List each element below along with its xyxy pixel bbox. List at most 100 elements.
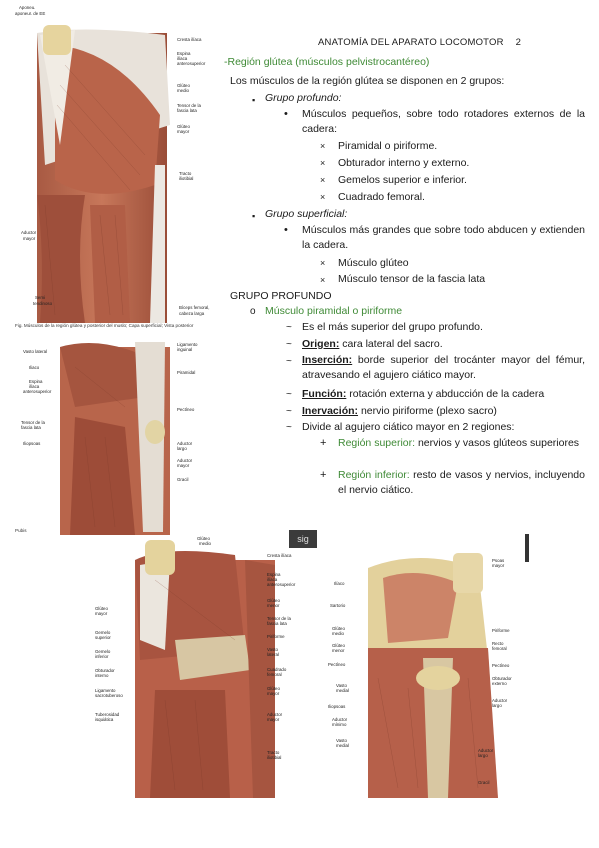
- fig4-label: medio: [332, 631, 344, 636]
- region-inferior: Región inferior: resto de vasos y nervio…: [338, 468, 585, 498]
- fig2-label: Iliopsoas: [23, 441, 41, 446]
- fig2-label: Aductor: [177, 441, 193, 446]
- bullet-square-icon: ▪: [252, 95, 256, 105]
- fig3-label: inferior: [95, 654, 109, 659]
- fig1-label: iliotibial: [179, 176, 194, 181]
- fig3-label: Glúteo: [95, 606, 108, 611]
- tilde-bullet-icon: ~: [286, 322, 292, 333]
- fig4-label: Recto: [492, 641, 504, 646]
- region-superior: Región superior: nervios y vasos glúteos…: [338, 436, 585, 451]
- fig3-label: Glúteo: [267, 598, 280, 603]
- cross-bullet-icon: ×: [320, 192, 326, 202]
- fig2-label: largo: [177, 446, 187, 451]
- fig3-label: mayor: [267, 717, 280, 722]
- insertion-label: Inserción:: [302, 354, 353, 366]
- function-text: rotación externa y abducción de la cader…: [346, 388, 545, 400]
- fig1-label: tendinoso: [33, 301, 53, 306]
- tilde-bullet-icon: ~: [286, 356, 292, 367]
- fig3-label: Glúteo: [197, 536, 210, 541]
- fig3-label: Aductor: [267, 712, 283, 717]
- region-superior-label: Región superior:: [338, 437, 416, 449]
- fig3-label: Ligamento: [95, 688, 116, 693]
- fig4-label: menor: [332, 648, 345, 653]
- fig1-label: Glúteo: [177, 124, 190, 129]
- fig4-label: Psoas: [492, 558, 505, 563]
- fig3-label: femoral: [267, 672, 282, 677]
- circle-bullet-icon: o: [250, 306, 256, 317]
- figure-anterior-hip: Vasto lateral Iliaco Espina ilíaca anter…: [15, 337, 225, 535]
- fig3-label: ilíaca: [267, 577, 278, 582]
- fig4-label: mínimo: [332, 722, 347, 727]
- piriformis-p1: Es el más superior del grupo profundo.: [302, 321, 483, 333]
- fig4-label: Pectíneo: [492, 663, 510, 668]
- fig3-label: mayor: [95, 611, 108, 616]
- fig1-label: Espina: [177, 51, 191, 56]
- fig1-label: anterosuperior: [177, 61, 206, 66]
- plus-bullet-icon: +: [320, 469, 327, 481]
- superficial-group-label: Grupo superficial:: [265, 208, 348, 220]
- fig4-label: medial: [336, 688, 349, 693]
- divider-bar: [525, 534, 529, 562]
- fig3-label: Piriforme: [267, 634, 285, 639]
- fig4-label: Gracil: [478, 780, 490, 785]
- bullet-square-icon: ▪: [252, 211, 256, 221]
- fig1-label: mayor: [177, 129, 190, 134]
- cross-bullet-icon: ×: [320, 275, 326, 285]
- cross-bullet-icon: ×: [320, 141, 326, 151]
- figure-anterior-pelvis: Ilíaco Sartorio Glúteo medio Glúteo meno…: [328, 548, 528, 798]
- fig3-label: Vasto: [267, 647, 278, 652]
- deep-item: Cuadrado femoral.: [338, 191, 425, 203]
- fig4-label: Vasto: [336, 683, 347, 688]
- fig1-caption: Fig. Músculos de la región glútea y post…: [15, 323, 194, 328]
- anterior-pelvis-illustration: [368, 553, 498, 798]
- fig4-label: mayor: [492, 563, 505, 568]
- fig3-label: superior: [95, 635, 111, 640]
- gluteal-deep-illustration: [135, 540, 275, 798]
- fig1-label: Glúteo: [177, 83, 190, 88]
- fig2-label: Pectíneo: [177, 407, 195, 412]
- fig4-label: Obturador: [492, 676, 512, 681]
- deep-item: Obturador interno y externo.: [338, 157, 470, 169]
- fig2-label: Espina: [29, 379, 43, 384]
- fig1-label: Aponeu.: [19, 5, 36, 10]
- tilde-bullet-icon: ~: [286, 422, 292, 433]
- fig2-label: Ligamento: [177, 342, 198, 347]
- figure-gluteal-superficial: Aponeu. aponeur. de EE Aductor mayor Sem…: [15, 5, 225, 323]
- deep-item: Piramidal o piriforme.: [338, 140, 438, 152]
- overlay-tab: sig: [289, 530, 317, 548]
- fig4-label: Sartorio: [330, 603, 346, 608]
- fig4-label: Aductor: [478, 748, 494, 753]
- piriformis-function: Función: rotación externa y abducción de…: [302, 387, 544, 402]
- fig1-label: Aductor: [21, 230, 37, 235]
- fig2-label: fascia lata: [21, 425, 41, 430]
- piriformis-innervation: Inervación: nervio piriforme (plexo sacr…: [302, 404, 497, 419]
- fig3-label: Glúteo: [267, 686, 280, 691]
- fig4-label: medial: [336, 743, 349, 748]
- fig1-label: Tracto: [179, 171, 192, 176]
- page-number: 2: [515, 37, 522, 48]
- fig3-label: Tensor de la: [267, 616, 291, 621]
- fig1-label: fascia lata: [177, 108, 197, 113]
- deep-group-label: Grupo profundo:: [265, 92, 342, 104]
- fig2-caption: Pubis: [15, 528, 27, 533]
- bullet-dot-icon: •: [284, 224, 288, 236]
- fig1-label: aponeur. de EE: [15, 11, 46, 16]
- fig2-label: Aductor: [177, 458, 193, 463]
- gluteal-superficial-illustration: [37, 25, 170, 323]
- fig3-label: mayor: [267, 691, 280, 696]
- fig3-label: Obturador: [95, 668, 115, 673]
- piriformis-insertion: Inserción: borde superior del trocánter …: [302, 353, 585, 383]
- region-inferior-text: resto de vasos y nervios, incluyendo el …: [338, 469, 585, 496]
- region-inferior-label: Región inferior:: [338, 469, 410, 481]
- cross-bullet-icon: ×: [320, 158, 326, 168]
- piriformis-title: Músculo piramidal o piriforme: [265, 305, 403, 317]
- insertion-text: borde superior del trocánter mayor del f…: [302, 354, 585, 381]
- fig3-label: Cresta ilíaca: [267, 553, 292, 558]
- fig3-label: lateral: [267, 652, 279, 657]
- tilde-bullet-icon: ~: [286, 339, 292, 350]
- fig3-label: interno: [95, 673, 109, 678]
- piriformis-divide: Divide al agujero ciático mayor en 2 reg…: [302, 421, 515, 433]
- deep-group-heading: GRUPO PROFUNDO: [230, 290, 332, 302]
- region-superior-text: nervios y vasos glúteos superiores: [415, 437, 580, 449]
